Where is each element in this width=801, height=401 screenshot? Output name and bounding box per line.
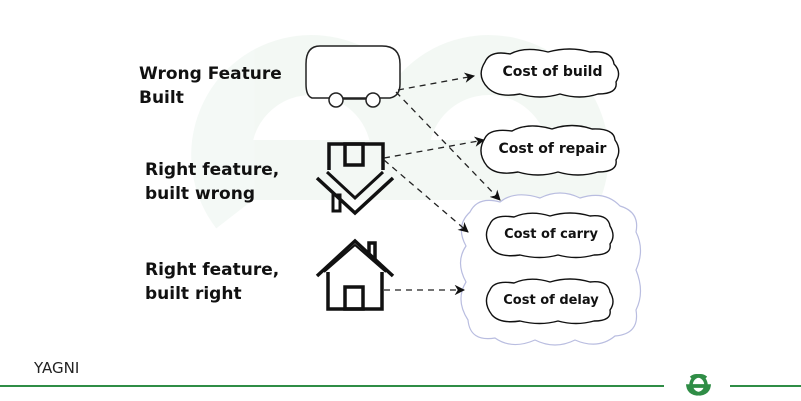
broken-house-icon [315,142,395,216]
label-line-2: built wrong [145,184,256,204]
arrow-trailer-to-carry [395,91,501,201]
cost-of-delay-text: Cost of delay [503,293,599,308]
label-right-feature-built-right: Right feature, built right [145,258,279,306]
label-right-feature-built-wrong: Right feature, built wrong [145,158,279,206]
label-line-1: Wrong Feature [139,64,282,84]
label-line-2: Built [139,88,184,108]
gfg-logo-icon [685,374,712,396]
label-wrong-feature: Wrong Feature Built [139,62,282,110]
caption-yagni: YAGNI [34,359,80,377]
cloud-cost-of-repair [480,124,620,176]
cost-of-repair-text: Cost of repair [498,141,607,157]
cloud-cost-of-build [480,48,620,98]
cost-of-carry-text: Cost of carry [504,227,598,242]
house-icon [315,238,395,311]
arrow-broken-to-repair [383,136,486,159]
arrow-trailer-to-build [397,72,476,91]
label-line-2: built right [145,284,242,304]
label-line-1: Right feature, [145,260,280,280]
trailer-icon [305,45,401,108]
cost-of-build-text: Cost of build [502,64,603,80]
cloud-cost-of-delay [485,278,614,325]
cloud-cost-of-carry [485,212,614,259]
label-line-1: Right feature, [145,160,280,180]
arrow-broken-to-carry [383,159,469,233]
